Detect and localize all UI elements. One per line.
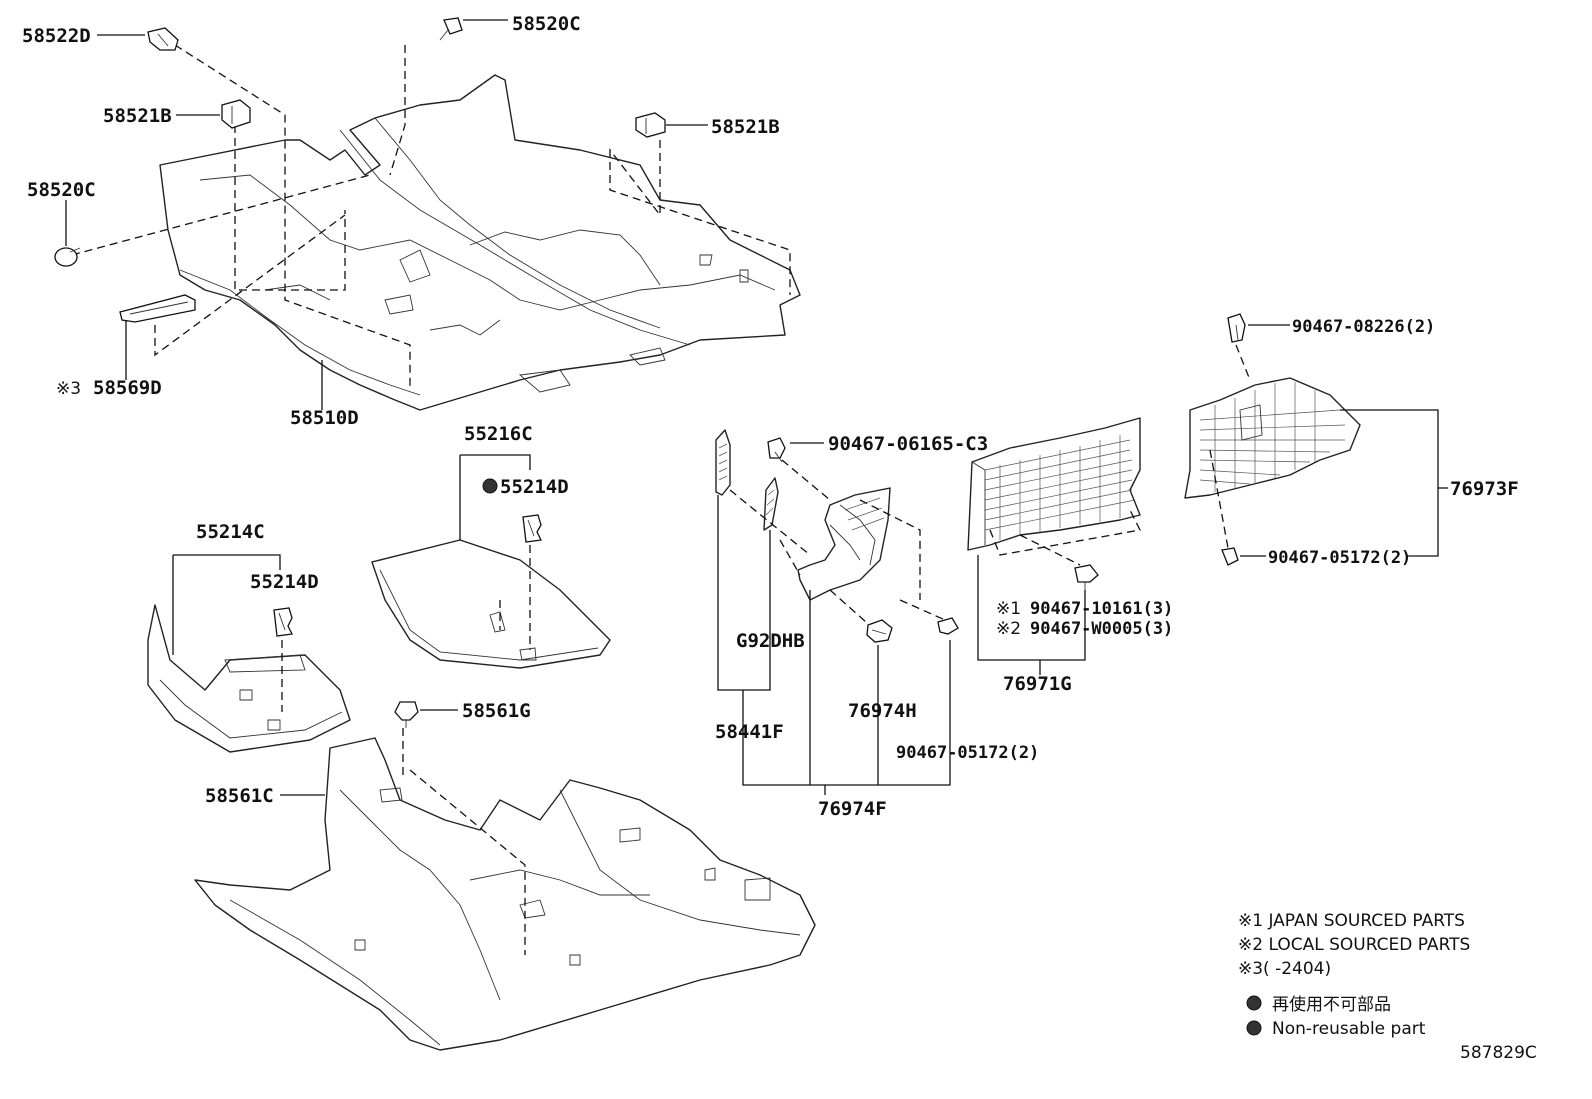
label-90467-W0005: 90467-W0005(3) xyxy=(1030,619,1173,639)
trim-58441F xyxy=(715,429,731,496)
screw-90467-08226-icon xyxy=(1227,313,1246,343)
legend-dot-en-icon xyxy=(1246,1020,1262,1036)
clip-90467-10161-icon xyxy=(1074,564,1099,590)
trim-panel-76974F xyxy=(797,487,891,601)
non-reusable-dot-55214D xyxy=(482,478,498,494)
clip-90467-05172-mid-icon xyxy=(937,617,959,635)
clip-58522D-icon xyxy=(147,27,179,51)
label-mark2: ※2 xyxy=(996,619,1021,639)
label-58521B-left: 58521B xyxy=(103,105,172,127)
floor-mat-55216C xyxy=(371,539,611,669)
label-58561G: 58561G xyxy=(462,700,531,722)
label-58522D: 58522D xyxy=(22,25,91,47)
label-58569D-mark: ※3 xyxy=(56,379,81,399)
bracket-58569D-icon xyxy=(119,294,196,323)
label-58520C-top: 58520C xyxy=(512,13,581,35)
legend-note-2: ※2 LOCAL SOURCED PARTS xyxy=(1238,935,1470,955)
label-G92DHB: G92DHB xyxy=(736,630,805,652)
label-58569D: 58569D xyxy=(93,377,162,399)
label-58510D: 58510D xyxy=(290,407,359,429)
label-58520C-left: 58520C xyxy=(27,179,96,201)
label-58561C: 58561C xyxy=(205,785,274,807)
trim-panel-76971G xyxy=(967,417,1141,551)
label-58521B-right: 58521B xyxy=(711,116,780,138)
label-mark1: ※1 xyxy=(996,599,1021,619)
label-76971G: 76971G xyxy=(1003,673,1072,695)
legend-nonreusable-jp: 再使用不可部品 xyxy=(1272,994,1391,1015)
trim-G92DHB xyxy=(763,477,779,531)
legend-note-3: ※3( -2404) xyxy=(1238,959,1331,979)
clip-90467-05172-right-icon xyxy=(1221,547,1239,566)
label-90467-05172-right: 90467-05172(2) xyxy=(1268,548,1411,568)
floor-mat-55214C xyxy=(147,604,351,753)
clip-76974H-icon xyxy=(866,619,893,643)
label-55216C: 55216C xyxy=(464,423,533,445)
label-76974F: 76974F xyxy=(818,798,887,820)
clip-58521B-left-icon xyxy=(221,99,251,129)
clip-58521B-right-icon xyxy=(635,112,666,138)
screw-90467-06165-C3-icon xyxy=(767,437,786,463)
trim-panel-76973F xyxy=(1184,377,1361,499)
label-55214D-b: 55214D xyxy=(250,571,319,593)
label-58441F: 58441F xyxy=(715,721,784,743)
label-55214D-a: 55214D xyxy=(500,476,569,498)
legend-dot-jp-icon xyxy=(1246,995,1262,1011)
label-55214C: 55214C xyxy=(196,521,265,543)
label-76974H: 76974H xyxy=(848,700,917,722)
fastener-55214D-a-icon xyxy=(522,514,542,543)
fastener-55214D-b-icon xyxy=(273,607,293,637)
floor-carpet-58561C xyxy=(194,737,816,1051)
screw-58520C-top-icon xyxy=(439,17,463,41)
label-90467-10161: 90467-10161(3) xyxy=(1030,599,1173,619)
legend-note-1: ※1 JAPAN SOURCED PARTS xyxy=(1238,911,1465,931)
floor-carpet-58510D xyxy=(159,74,801,411)
legend-nonreusable-en: Non-reusable part xyxy=(1272,1019,1426,1039)
fastener-58520C-left-icon xyxy=(54,247,81,267)
label-76973F: 76973F xyxy=(1450,478,1519,500)
clip-58561G-icon xyxy=(394,701,419,728)
label-90467-08226: 90467-08226(2) xyxy=(1292,317,1435,337)
diagram-id: 587829C xyxy=(1460,1043,1537,1063)
label-90467-05172-mid: 90467-05172(2) xyxy=(896,743,1039,763)
label-90467-06165-C3: 90467-06165-C3 xyxy=(828,433,988,455)
